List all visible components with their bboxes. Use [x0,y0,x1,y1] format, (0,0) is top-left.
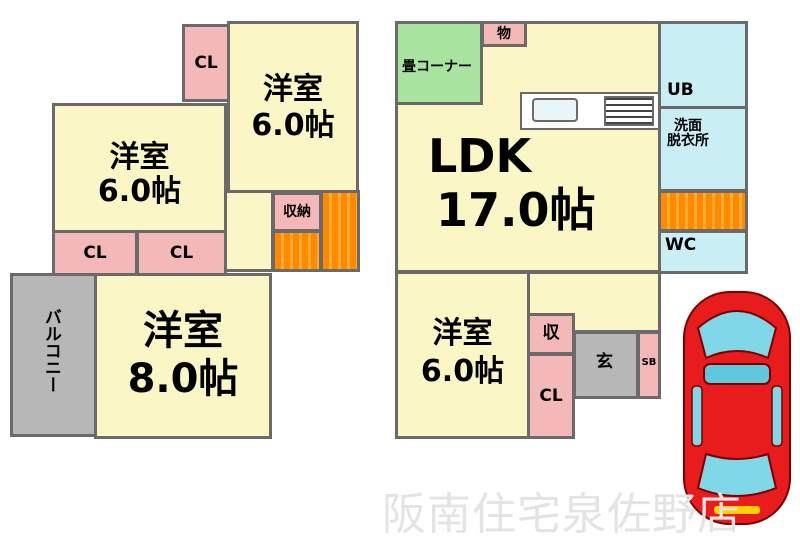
room-size: 6.0帖 [420,354,505,389]
storage-label: 物 [497,26,511,42]
washroom-label: 洗面 脱衣所 [667,118,709,149]
closet-a: CL [52,230,138,276]
closet-b: CL [136,230,227,276]
room-western-top: 洋室 6.0帖 [227,21,359,193]
room-size: 6.0帖 [97,174,182,209]
room-name: 洋室 [143,308,223,354]
sink-icon [532,98,578,122]
washroom: 洗面 脱衣所 [658,106,748,192]
stairs-right [658,190,748,232]
watermark: 阪南住宅泉佐野店 [382,489,742,540]
storage-label: 収納 [283,204,311,220]
entrance-genkan: 玄 [573,331,639,399]
closet-top-left: CL [182,24,230,102]
room-name: 洋室 [263,72,323,107]
stove-icon [604,96,654,126]
hallway-left [224,190,274,272]
room-name: 洋室 [109,140,170,175]
room-ldk: LDK 17.0帖 [395,21,661,273]
balcony: バルコニー [10,273,97,437]
balcony-label: バルコニー [40,308,61,393]
closet-shu: 収 [527,313,575,355]
storage-mono: 物 [481,21,527,47]
storage-closet: 収納 [272,192,322,232]
room-name: 洋室 [432,316,493,351]
tatami-corner: 畳コーナー [395,21,483,105]
stairs-left [320,190,360,272]
closet-label: CL [539,386,563,406]
closet-right: CL [527,353,575,439]
toilet: WC [658,230,748,274]
sb-label: SB [641,357,657,368]
closet-label: CL [194,53,218,73]
ldk-size: 17.0帖 [436,183,596,237]
room-size: 6.0帖 [251,108,335,143]
ldk-name: LDK [428,129,532,183]
car-icon [683,291,791,525]
unit-bath: UB [658,21,748,109]
closet-label: CL [83,243,107,263]
room-western-right: 洋室 6.0帖 [395,271,530,439]
shoe-box: SB [637,331,661,399]
tatami-label: 畳コーナー [402,59,472,75]
genkan-label: 玄 [596,352,613,372]
closet-label: CL [169,243,194,263]
room-western-large: 洋室 8.0帖 [94,273,272,439]
room-size: 8.0帖 [127,356,239,402]
room-western-mid: 洋室 6.0帖 [52,103,227,233]
stairs-left-lower [272,230,322,272]
ub-label: UB [667,80,694,100]
wc-label: WC [665,235,697,255]
shu-label: 収 [542,323,560,343]
